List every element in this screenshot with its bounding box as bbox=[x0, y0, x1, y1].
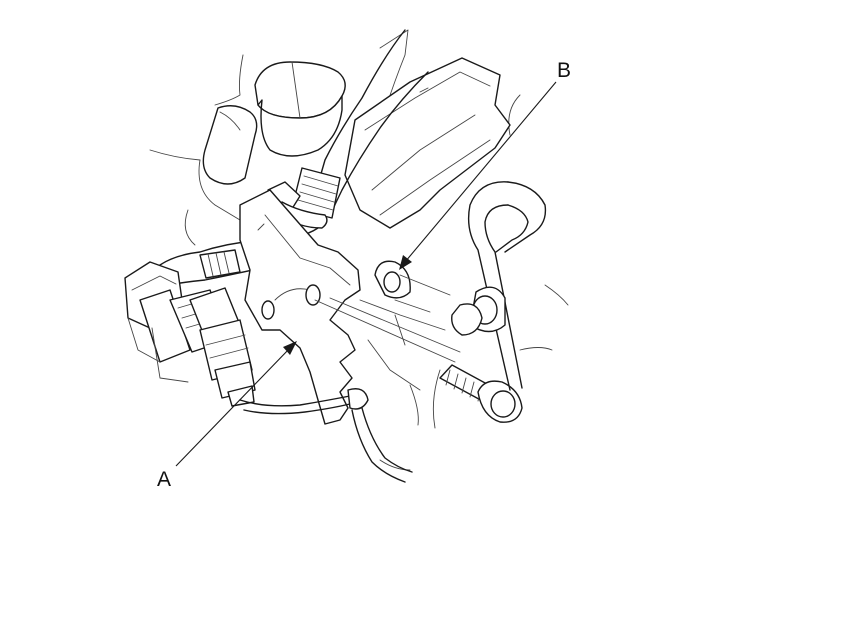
engine-background-outline bbox=[149, 29, 569, 471]
callout-a: A bbox=[157, 341, 297, 491]
callout-a-arrowhead bbox=[283, 341, 297, 355]
sensor-cap bbox=[202, 105, 258, 185]
bracket-bolt bbox=[439, 364, 523, 423]
hose-loop bbox=[451, 181, 547, 391]
mount-hole-b bbox=[374, 260, 451, 313]
callout-b: B bbox=[399, 59, 571, 270]
engine-mount-cylinder bbox=[254, 61, 346, 157]
lower-structure bbox=[359, 299, 446, 391]
callout-b-arrowhead bbox=[399, 255, 412, 270]
electrical-connector-block bbox=[124, 261, 256, 407]
bracket-a bbox=[239, 189, 361, 425]
callout-b-label: B bbox=[557, 59, 571, 82]
lower-wire bbox=[239, 388, 413, 483]
callout-a-label: A bbox=[157, 468, 171, 491]
bolt-guide-lines bbox=[314, 297, 461, 363]
